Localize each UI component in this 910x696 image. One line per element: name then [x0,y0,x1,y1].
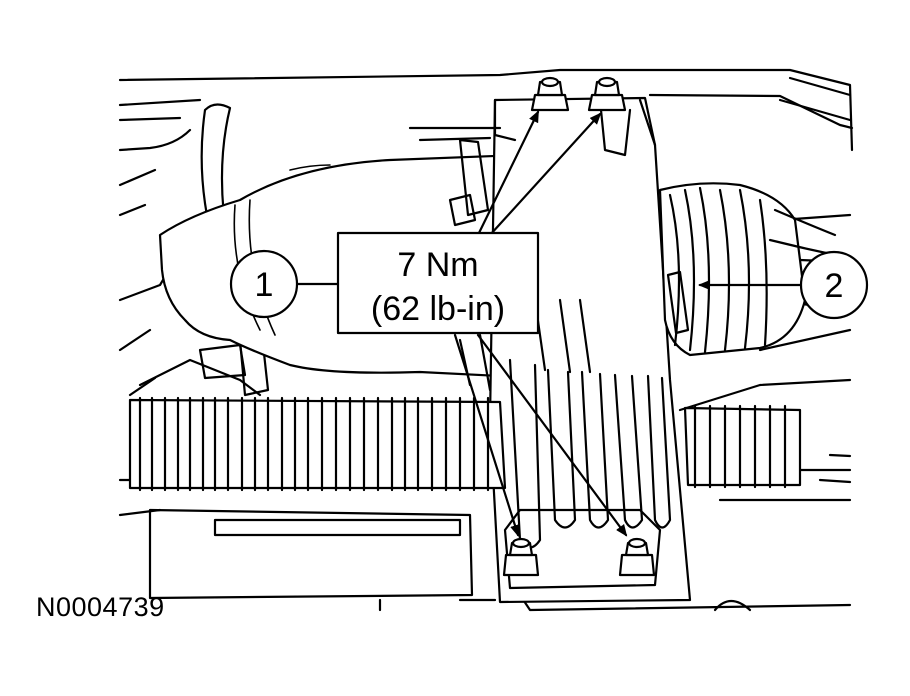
callout-1: 1 [229,249,340,319]
torque-spec-box: 7 Nm (62 lb-in) [336,231,540,335]
bottom-right-nut [618,537,656,577]
callout-1-number: 1 [255,266,274,304]
torque-leader-lines [453,110,628,537]
torque-spec-line1: 7 Nm [397,246,478,284]
torque-spec-line2: (62 lb-in) [371,290,505,328]
corrugated-hose [128,396,802,492]
air-hose-clamp [658,182,852,357]
figure-id: N0004739 [36,592,165,622]
callout-2-number: 2 [825,267,844,305]
bottom-left-nut [502,537,540,577]
lower-left-block [148,508,474,600]
top-left-nut [530,76,570,112]
callout-2: 2 [698,250,869,320]
top-right-nut [587,76,627,112]
